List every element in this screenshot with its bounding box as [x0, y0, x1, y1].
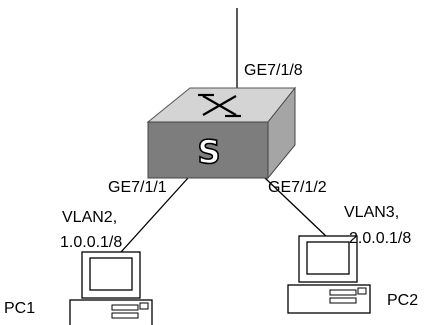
switch-badge: S [197, 133, 220, 171]
switch-arrows-icon [198, 93, 241, 118]
link-switch-pc2 [264, 177, 329, 239]
pc1-icon [69, 251, 153, 325]
pc2-icon [287, 235, 371, 314]
right-ip-label: 2.0.0.1/8 [349, 230, 411, 247]
right-port-label: GE7/1/2 [268, 179, 327, 196]
left-ip-label: 1.0.0.1/8 [60, 234, 122, 251]
left-port-label: GE7/1/1 [108, 179, 167, 196]
pc1-label: PC1 [4, 300, 35, 317]
pc2-label: PC2 [387, 292, 418, 309]
left-vlan-label: VLAN2, [62, 209, 117, 226]
right-vlan-label: VLAN3, [344, 204, 399, 221]
switch-icon [146, 86, 297, 180]
uplink-port-label: GE7/1/8 [244, 62, 303, 79]
link-switch-pc1 [111, 177, 189, 263]
